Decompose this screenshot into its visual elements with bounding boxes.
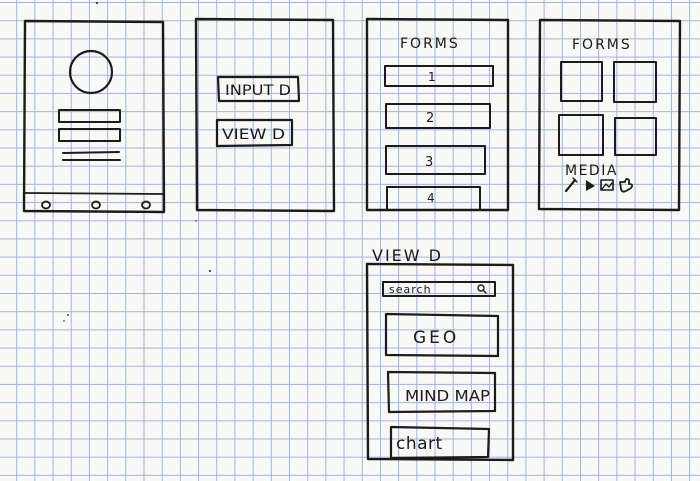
forms-title: FORMS bbox=[400, 36, 460, 52]
screen-login bbox=[22, 19, 166, 214]
username-field[interactable] bbox=[58, 109, 121, 123]
form-item-3[interactable]: 3 bbox=[385, 145, 486, 175]
password-field[interactable] bbox=[58, 128, 121, 142]
stray-marks bbox=[63, 2, 211, 322]
geo-button[interactable]: GEO bbox=[384, 312, 500, 358]
view-d-label: VIEW D bbox=[222, 127, 285, 143]
puzzle-icon[interactable] bbox=[619, 177, 634, 193]
forms-grid-title: FORMS bbox=[572, 37, 632, 53]
screen-forms-list: FORMS 1 2 3 4 bbox=[365, 17, 510, 212]
login-link[interactable] bbox=[62, 151, 120, 154]
chart-label: chart bbox=[396, 434, 443, 454]
form-item-2-label: 2 bbox=[426, 111, 434, 126]
geo-label: GEO bbox=[413, 328, 459, 348]
input-d-label: INPUT D bbox=[225, 83, 291, 99]
search-icon[interactable] bbox=[477, 284, 487, 294]
form-item-3-label: 3 bbox=[425, 155, 433, 170]
input-d-button[interactable]: INPUT D bbox=[216, 75, 301, 103]
form-item-1-label: 1 bbox=[428, 70, 436, 84]
mind-map-label: MIND MAP bbox=[405, 387, 490, 405]
form-item-4[interactable]: 4 bbox=[386, 186, 481, 211]
chart-button[interactable]: chart bbox=[389, 425, 491, 460]
search-bar[interactable]: search bbox=[382, 281, 496, 297]
screen-menu: INPUT D VIEW D bbox=[194, 17, 336, 213]
form-tile-1[interactable] bbox=[560, 61, 603, 102]
media-label: MEDIA bbox=[565, 163, 618, 179]
view-d-heading: VIEW D bbox=[372, 246, 443, 265]
pencil-icon[interactable] bbox=[564, 177, 578, 193]
mind-map-button[interactable]: MIND MAP bbox=[386, 370, 497, 414]
form-item-4-label: 4 bbox=[427, 191, 435, 205]
nav-dot-left[interactable] bbox=[41, 200, 51, 210]
image-icon[interactable] bbox=[600, 179, 614, 191]
form-tile-3[interactable] bbox=[558, 114, 604, 156]
search-input[interactable]: search bbox=[389, 283, 432, 296]
form-tile-4[interactable] bbox=[614, 117, 657, 156]
form-item-2[interactable]: 2 bbox=[385, 103, 491, 129]
screen-view-d: VIEW D search GEO MIND MAP chart bbox=[365, 246, 515, 462]
nav-dot-center[interactable] bbox=[91, 200, 101, 210]
form-tile-2[interactable] bbox=[613, 61, 657, 103]
screen-forms-grid: FORMS MEDIA bbox=[537, 18, 682, 212]
view-d-button[interactable]: VIEW D bbox=[215, 118, 294, 148]
form-item-1[interactable]: 1 bbox=[384, 65, 494, 87]
play-icon[interactable] bbox=[586, 180, 595, 191]
nav-dot-right[interactable] bbox=[141, 200, 151, 210]
avatar bbox=[68, 49, 114, 95]
